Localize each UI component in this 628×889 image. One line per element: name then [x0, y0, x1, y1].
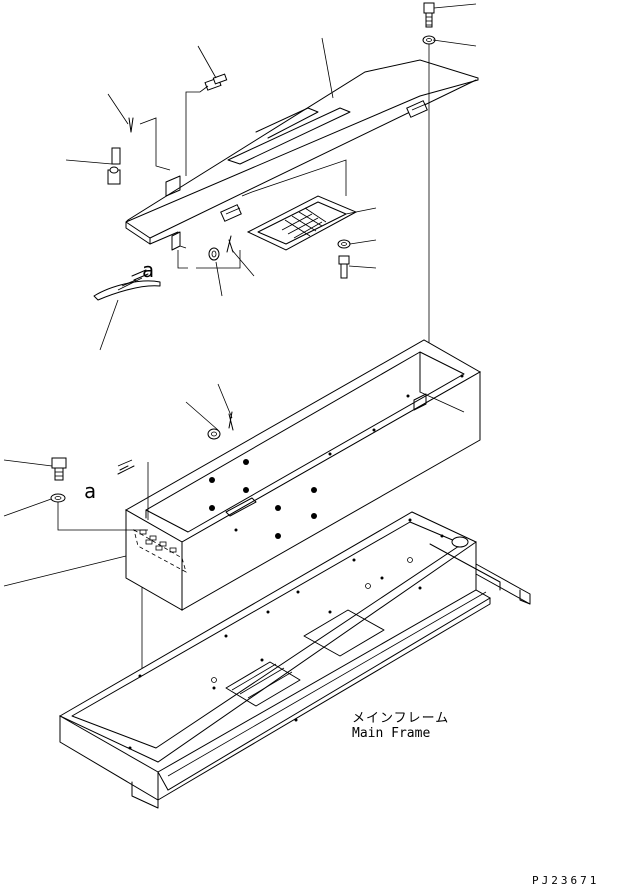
arrow-lines: [117, 459, 149, 520]
pin-arrow: [117, 465, 135, 475]
washer-left: [50, 493, 66, 503]
hex-bolt-cover: [185, 73, 228, 176]
washer-middle: [207, 411, 234, 440]
middle-box: [124, 339, 482, 611]
leader-lines: [3, 3, 477, 587]
main-frame-jp-label: メインフレーム: [352, 711, 449, 726]
detail-a-label-top: a: [142, 258, 154, 282]
part-code: PJ23671: [532, 874, 599, 887]
handle-grip: [93, 269, 161, 301]
top-cover: [125, 59, 479, 269]
bolt-window: [337, 239, 351, 279]
hex-bolt-top: [423, 2, 435, 28]
main-frame: [58, 511, 531, 809]
hex-bolt-left: [51, 457, 67, 481]
detail-a-label-bottom: a: [84, 479, 96, 503]
main-frame-en-label: Main Frame: [352, 726, 430, 741]
latch-assembly: [107, 117, 171, 185]
bolt-leader-path: [57, 502, 148, 531]
